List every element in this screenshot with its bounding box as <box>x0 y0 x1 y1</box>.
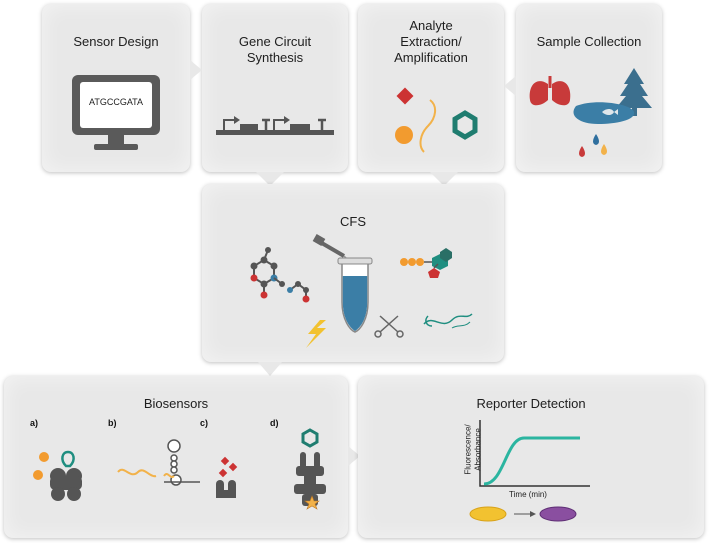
trigger-rna-icon <box>117 468 157 478</box>
blue-drop-icon <box>593 134 599 145</box>
biosensors-panel: Biosensors a) b) c) d) <box>4 376 348 538</box>
biosensor-label-d: d) <box>270 418 279 428</box>
sensor-design-title: Sensor Design <box>73 34 159 49</box>
teal-hexagon-icon <box>452 110 478 140</box>
biosensor-label-a: a) <box>30 418 39 428</box>
product-ellipse-icon <box>539 506 577 522</box>
hexagon-ligand-icon <box>301 428 319 448</box>
reporter-panel: Reporter Detection Fluorescence/ Absorba… <box>358 376 704 538</box>
gene-circuit-panel: Gene Circuit Synthesis <box>202 4 348 172</box>
small-molecule-icon <box>250 247 285 299</box>
scissors-icon <box>374 315 404 338</box>
receptor-icon <box>294 452 326 506</box>
orange-circle-icon <box>395 126 413 144</box>
analyte-title-line1: Analyte <box>409 18 453 33</box>
fish-icon <box>602 109 618 115</box>
lungs-icon <box>529 76 571 106</box>
biosensor-label-c: c) <box>200 418 209 428</box>
gene-circuit-title-line2: Synthesis <box>246 50 304 65</box>
red-drop-icon <box>579 146 585 157</box>
arrow-sensor-to-gene <box>190 60 202 80</box>
cfs-title: CFS <box>340 214 366 229</box>
sample-sources <box>529 68 652 157</box>
screen-sequence-text: ATGCCGATA <box>89 97 143 107</box>
star-icon <box>304 495 320 510</box>
gene-circuit-title-line1: Gene Circuit <box>238 34 312 49</box>
analyte-title-line3: Amplification <box>394 50 468 65</box>
sample-title: Sample Collection <box>536 34 642 49</box>
amino-acid-icon <box>287 281 310 303</box>
rna-strand-icon <box>419 99 436 153</box>
dna-strand-icon <box>423 313 473 325</box>
cfs-components <box>250 234 473 348</box>
analyte-title-line2: Extraction/ <box>400 34 462 49</box>
pipette-tube-icon <box>312 234 373 333</box>
nucleotide-chain-icon <box>400 248 452 278</box>
computer-monitor-icon <box>72 75 160 150</box>
ribosome-icon <box>50 468 82 501</box>
sample-panel: Sample Collection <box>516 4 662 172</box>
cube-ligand-icon <box>218 456 238 478</box>
gene-circuit-diagram <box>216 116 334 135</box>
signal-curve <box>483 436 580 486</box>
biosensor-mechanisms <box>33 428 326 510</box>
substrate-ellipse-icon <box>469 506 507 522</box>
reporter-y-label-line1: Fluorescence/ <box>463 424 473 475</box>
biosensor-label-b: b) <box>108 418 117 428</box>
arrow-sample-to-analyte <box>504 76 516 96</box>
cfs-panel: CFS <box>202 184 504 362</box>
analyte-panel: Analyte Extraction/ Amplification <box>358 4 504 172</box>
yellow-drop-icon <box>601 144 607 155</box>
sensor-design-panel: Sensor Design ATGCCGATA <box>42 4 190 172</box>
biosensors-title: Biosensors <box>143 396 209 411</box>
energy-lightning-icon <box>306 320 326 348</box>
reporter-graph <box>469 420 590 522</box>
reporter-x-label: Time (min) <box>509 490 547 499</box>
transcription-factor-icon <box>216 480 236 498</box>
analyte-molecules <box>395 87 478 153</box>
reporter-title: Reporter Detection <box>476 396 586 411</box>
reporter-y-label-line2: Absorbance <box>473 428 483 471</box>
hairpin-icon <box>164 439 200 486</box>
ligand-circle-icon <box>39 452 49 462</box>
red-diamond-icon <box>396 87 414 105</box>
tree-icon <box>616 68 652 116</box>
